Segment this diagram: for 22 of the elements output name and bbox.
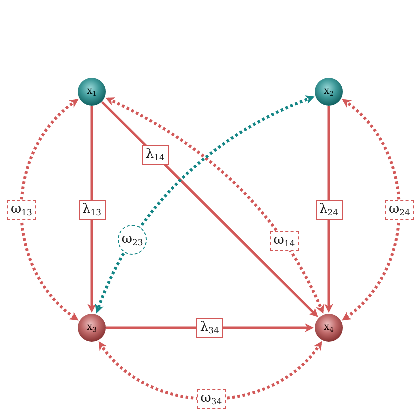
arrow — [324, 106, 334, 313]
edge-label: λ$_{14}$ — [142, 145, 169, 166]
sphere-node — [315, 314, 343, 342]
edge-label: λ$_{24}$ — [316, 200, 342, 220]
sphere-node — [315, 78, 343, 106]
edge-label: ω$_{13}$ — [7, 200, 36, 220]
double-arrow — [98, 342, 322, 401]
edge-label: ω$_{23}$ — [118, 224, 148, 255]
edge-label: ω$_{14}$ — [270, 231, 300, 252]
edge-label: λ$_{13}$ — [78, 200, 106, 220]
node-label: x$_{2}$ — [324, 87, 334, 97]
edge-label: ω$_{24}$ — [385, 200, 414, 220]
sphere-node — [78, 314, 106, 342]
double-arrow — [342, 99, 401, 321]
double-arrow — [20, 99, 79, 321]
edge-label: λ$_{34}$ — [196, 318, 224, 338]
node-label: x$_{4}$ — [324, 323, 334, 333]
edge-label: ω$_{34}$ — [196, 389, 226, 410]
node-label: x$_{3}$ — [87, 323, 97, 333]
sphere-node — [78, 78, 106, 106]
node-label: x$_{1}$ — [87, 87, 97, 97]
arrow — [88, 106, 96, 313]
